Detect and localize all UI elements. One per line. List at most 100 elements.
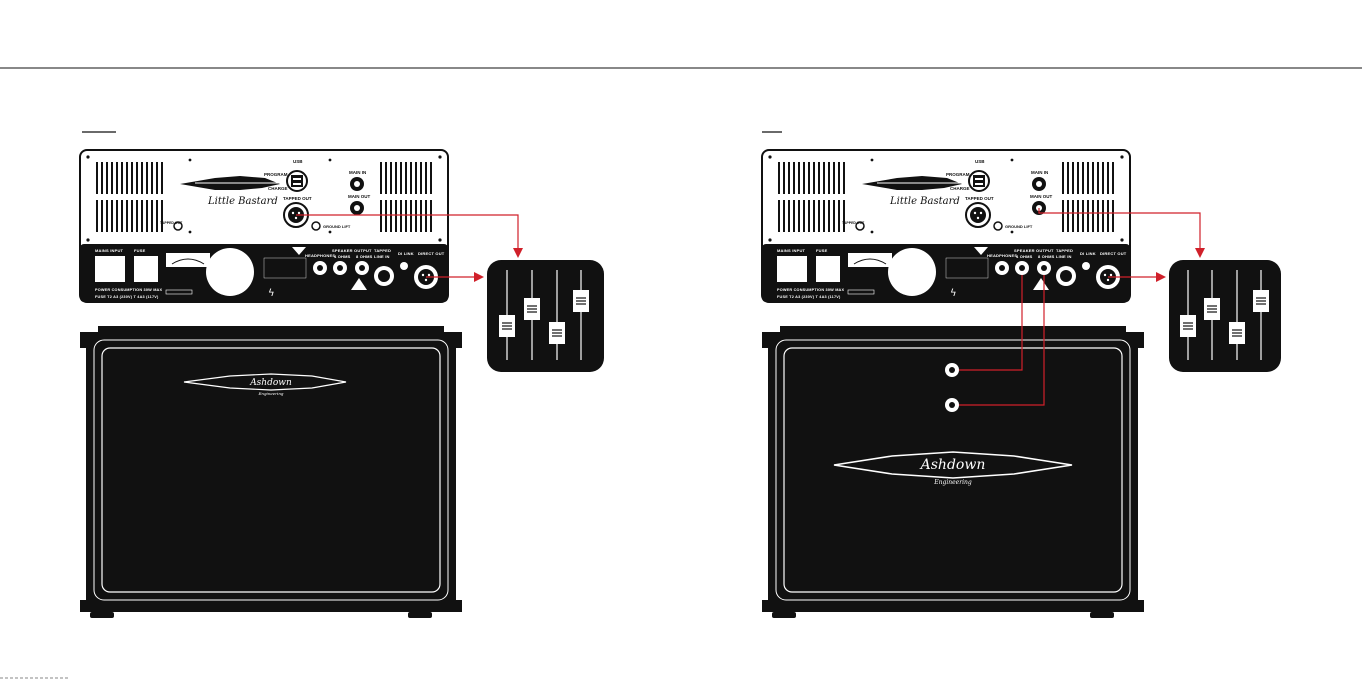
cable-speaker-4ohm-to-cabinet [959,275,1023,371]
serial-label [847,289,875,295]
vent-grille-left [778,162,845,232]
speaker-cabinet: Ashdown Engineering [762,326,1144,618]
cable-arrow-right-icon [1156,272,1166,282]
label-tapped-out: TAPPED OUT [965,196,994,201]
ashdown-wing-logo-icon [180,176,285,190]
cable-arrow-right-icon [474,272,484,282]
label-charge: CHARGE [950,186,970,191]
ashdown-wing-logo-icon [862,176,967,190]
label-4-ohms: 4 OHMS [334,254,351,259]
di-link-switch[interactable] [1082,262,1090,270]
label-headphones: HEADPHONES [987,253,1017,258]
line-in-xlr-jack[interactable] [1056,266,1076,286]
cabinet-logo-subtext: Engineering [933,479,972,486]
warning-text-block [263,257,307,279]
hazard-triangle-icon [1033,278,1049,290]
label-line-in: LINE IN [374,254,390,259]
warning-text-block [945,257,989,279]
tapped-out-selector[interactable] [855,221,865,231]
label-tapped-out: TAPPED OUT [283,196,312,201]
label-main-out: MAIN OUT [1030,194,1052,199]
label-di-link: DI LINK [1080,251,1096,256]
lightning-logo-icon: ϟ [950,288,957,299]
amp-model-name: Little Bastard [207,196,278,207]
tapped-out-xlr-jack[interactable] [965,202,991,228]
fuse-holder[interactable] [134,256,158,282]
label-power-line1: POWER CONSUMPTION 30W MAX [95,288,162,292]
label-headphones: HEADPHONES [305,253,335,258]
setup-2: Little Bastard PROGRAM CHARGE USB TAPPED… [761,149,1281,618]
label-tapped: TAPPED [374,248,391,253]
amp-model-name: Little Bastard [889,196,960,207]
label-direct-out: DIRECT OUT [1100,251,1127,256]
label-tapped-out-side: TAPPED OUT [160,221,183,225]
label-4-ohms: 4 OHMS [1016,254,1033,259]
mains-input-socket[interactable] [95,256,125,282]
label-charge: CHARGE [268,186,288,191]
lightning-logo-icon: ϟ [268,288,275,299]
speaker-cabinet: Ashdown Engineering [80,326,462,618]
warning-triangle-icon [974,247,988,255]
di-link-switch[interactable] [400,262,408,270]
label-fuse: FUSE [816,248,828,253]
cable-speaker-8ohm-to-cabinet [959,275,1045,406]
label-speaker-output: SPEAKER OUTPUT [1014,248,1054,253]
speaker-port-circle [888,248,936,296]
label-power-line1: POWER CONSUMPTION 30W MAX [777,288,844,292]
label-line-in: LINE IN [1056,254,1072,259]
label-tapped-out-side: TAPPED OUT [842,221,865,225]
label-usb: USB [975,159,985,164]
vent-grille-right [1062,162,1114,232]
cabinet-logo-subtext: Engineering [258,391,284,396]
label-mains-input: MAINS INPUT [777,248,806,253]
label-mains-input: MAINS INPUT [95,248,124,253]
label-direct-out: DIRECT OUT [418,251,445,256]
label-fuse: FUSE [134,248,146,253]
vu-meter-window [166,253,210,267]
label-program: PROGRAM [946,172,970,177]
label-di-link: DI LINK [398,251,414,256]
label-main-in: MAIN IN [349,170,366,175]
cable-arrow-down-icon [513,248,523,258]
cabinet-logo-text: Ashdown [249,378,292,388]
hazard-triangle-icon [351,278,367,290]
setup-1: Little Bastard PROGRAM CHARGE USB TAPPED… [79,149,604,618]
label-power-line2: FUSE T2 A3 (230V) T 4A3 (117V) [95,295,159,299]
mains-input-socket[interactable] [777,256,807,282]
label-speaker-output: SPEAKER OUTPUT [332,248,372,253]
cabinet-logo-badge: Ashdown Engineering [183,373,347,396]
vu-meter-window [848,253,892,267]
label-8-ohms: 8 OHMS [356,254,373,259]
vent-grille-right [380,162,432,232]
label-usb: USB [293,159,303,164]
ground-lift-switch[interactable] [993,221,1003,231]
label-program: PROGRAM [264,172,288,177]
label-tapped: TAPPED [1056,248,1073,253]
cabinet-logo-text: Ashdown [919,457,986,473]
serial-label [165,289,193,295]
speaker-port-circle [206,248,254,296]
mixing-desk-faders-icon [487,260,604,372]
line-in-xlr-jack[interactable] [374,266,394,286]
cable-main-out-to-mixer [1038,208,1201,250]
amp-head-rear-panel: Little Bastard PROGRAM CHARGE USB TAPPED… [761,149,1131,303]
mixing-desk-faders-icon [1169,260,1281,372]
cable-arrow-down-icon [1195,248,1205,258]
label-ground-lift: GROUND LIFT [1005,224,1033,229]
cabinet-input-jack-1[interactable] [945,363,959,377]
fuse-holder[interactable] [816,256,840,282]
label-ground-lift: GROUND LIFT [323,224,351,229]
amp-head-rear-panel: Little Bastard PROGRAM CHARGE USB TAPPED… [79,149,449,303]
tapped-out-selector[interactable] [173,221,183,231]
label-main-out: MAIN OUT [348,194,370,199]
label-8-ohms: 8 OHMS [1038,254,1055,259]
cable-tapped-out-to-mixer [296,214,519,250]
warning-triangle-icon [292,247,306,255]
vent-grille-left [96,162,163,232]
cabinet-logo-badge: Ashdown Engineering [833,451,1073,486]
label-power-line2: FUSE T2 A3 (230V) T 4A3 (117V) [777,295,841,299]
ground-lift-switch[interactable] [311,221,321,231]
cabinet-input-jack-2[interactable] [945,398,959,412]
label-main-in: MAIN IN [1031,170,1048,175]
